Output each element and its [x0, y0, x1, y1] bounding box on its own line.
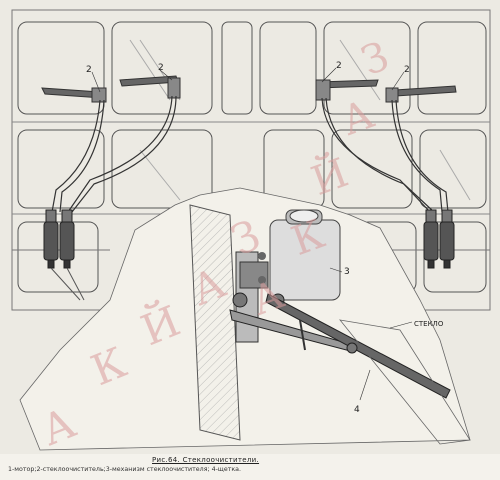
wiper-arm-right-outer	[385, 85, 457, 103]
watermark-letter: З	[356, 33, 395, 85]
callout-wiper-1: 2	[86, 65, 92, 75]
washer-hoses	[51, 95, 449, 213]
watermark-letter: А	[336, 91, 380, 145]
callout-brush: 4	[354, 405, 360, 415]
caption-title: Рис.64. Стеклоочистители.	[152, 456, 260, 464]
figure-caption: Рис.64. Стеклоочистители. 1-мотор;2-стек…	[0, 454, 500, 480]
callout-wiper-2: 2	[158, 63, 164, 73]
windshield-wiper-drawing: 2 2 2 2 3 4 СТЕКЛО З А Й К А З А Й К А	[11, 9, 491, 454]
wiper-arm-left-outer	[41, 87, 107, 103]
watermark-letter: Й	[305, 148, 354, 205]
leader-lines	[91, 67, 413, 401]
window-frame-grid	[11, 9, 491, 311]
wiper-arm-right-inner	[315, 79, 379, 101]
callout-mechanism: 3	[344, 267, 350, 277]
wiper-arm-left-inner	[119, 75, 181, 99]
callout-wiper-3: 2	[336, 61, 342, 71]
glass-panel	[339, 319, 471, 445]
glass-label: СТЕКЛО	[414, 320, 444, 328]
callout-wiper-4: 2	[404, 65, 410, 75]
wiper-motor-right	[423, 209, 455, 269]
wiper-mechanism	[189, 204, 451, 441]
wiper-motor-left	[43, 209, 85, 301]
caption-text: 1-мотор;2-стеклоочиститель;3-механизм ст…	[8, 466, 242, 473]
